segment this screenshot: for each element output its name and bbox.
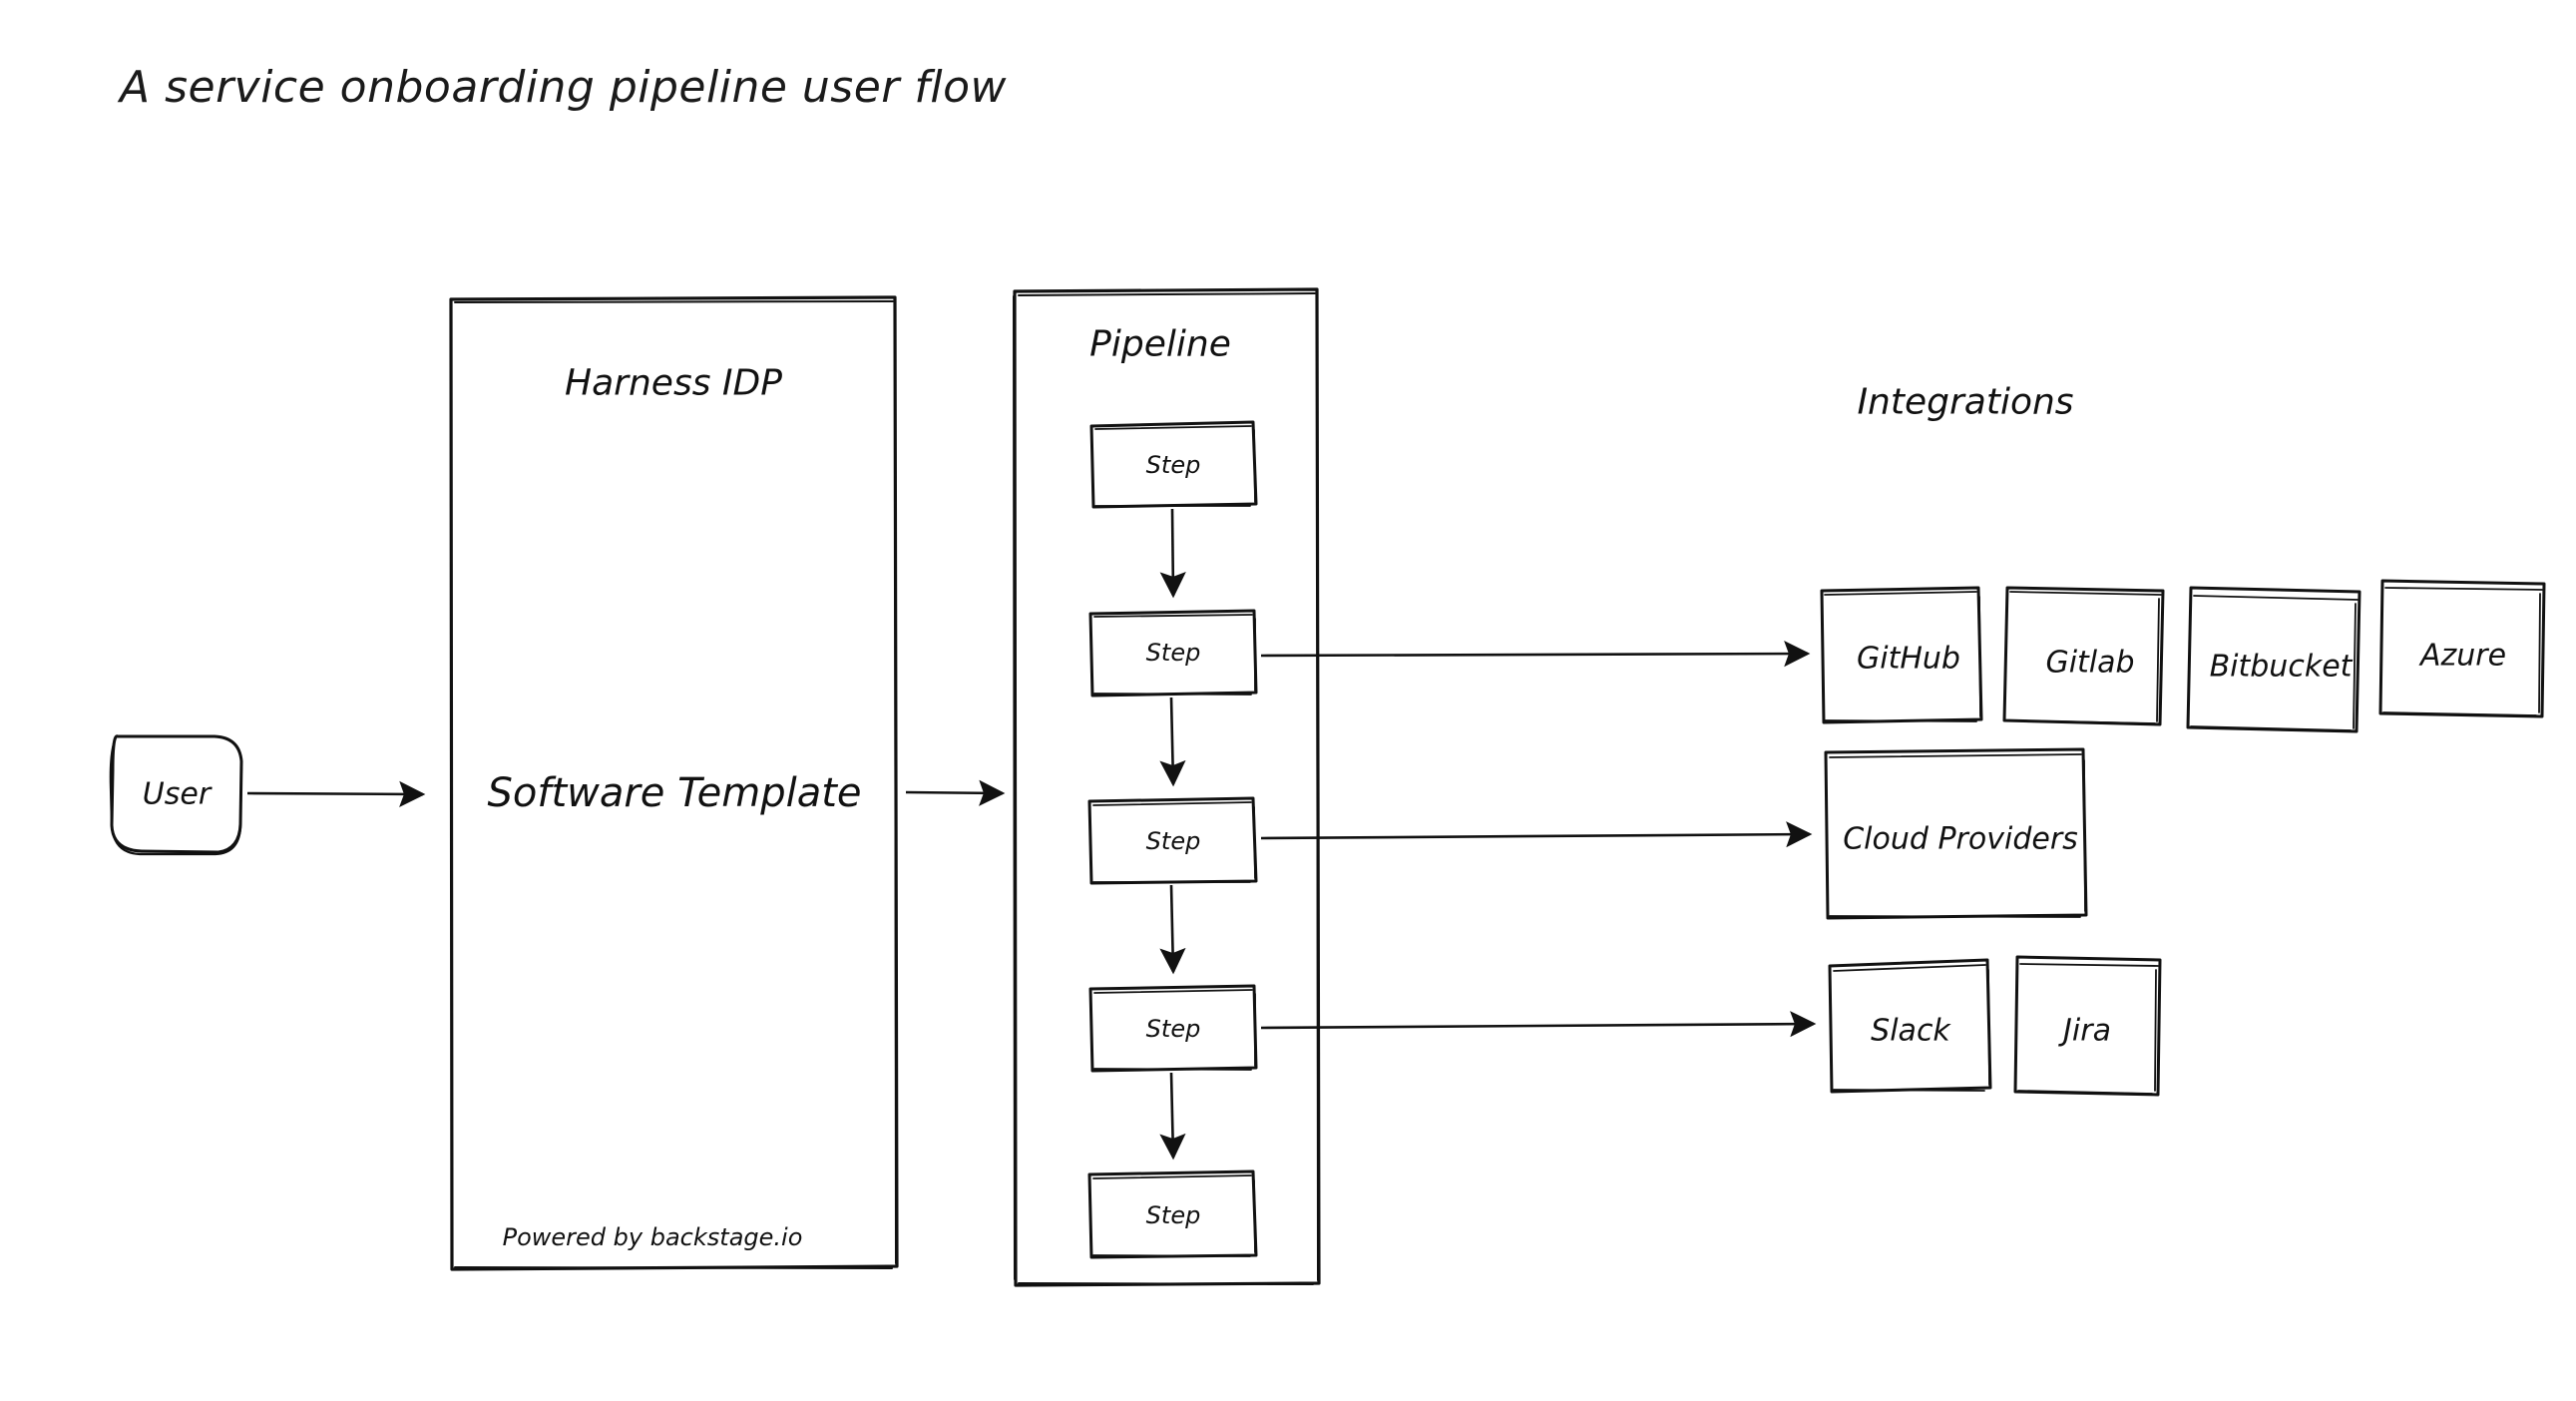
hit-github[interactable]: [1821, 587, 1982, 724]
gitlab-outline-a: [2002, 586, 2165, 726]
node-pipeline-step-5[interactable]: [1087, 1169, 1258, 1259]
edge-step3-to-cloud-providers: [1260, 821, 1813, 848]
edge-line: [1159, 508, 1186, 599]
step-3-outline-a: [1087, 796, 1258, 885]
step-5-outline-a: [1087, 1169, 1258, 1259]
harness-idp-outline-b: [450, 300, 897, 1269]
user-box-outline-b: [109, 741, 243, 856]
edge-step2-to-step3: [1159, 697, 1186, 787]
edge-line: [1159, 884, 1186, 975]
bitbucket-outline-a: [2186, 586, 2361, 733]
edge-user-to-harness-idp: [246, 780, 426, 807]
step-3-outline-b: [1092, 801, 1256, 883]
hit-step-2[interactable]: [1089, 609, 1257, 697]
hit-gitlab[interactable]: [2003, 587, 2164, 725]
node-integration-jira[interactable]: [2013, 955, 2162, 1097]
node-integration-azure[interactable]: [2378, 579, 2546, 718]
hit-azure[interactable]: [2379, 580, 2545, 717]
step-1-outline-b: [1094, 425, 1256, 507]
step-4-outline-a: [1088, 984, 1258, 1073]
node-pipeline-step-3[interactable]: [1087, 796, 1258, 885]
node-pipeline-step-1[interactable]: [1089, 420, 1258, 509]
gitlab-outline-b: [2006, 591, 2162, 724]
edge-step4-to-slack: [1260, 1011, 1817, 1038]
edge-step4-to-step5: [1159, 1072, 1186, 1161]
github-outline-a: [1820, 586, 1983, 724]
node-integration-gitlab[interactable]: [2002, 586, 2165, 726]
edge-harness-idp-to-pipeline: [905, 779, 1006, 806]
edge-line: [246, 780, 426, 807]
edge-step3-to-step4: [1159, 884, 1186, 975]
hit-harness-idp[interactable]: [449, 295, 898, 1271]
hit-step-3[interactable]: [1088, 797, 1257, 885]
jira-outline-b: [2017, 963, 2159, 1095]
slack-outline-b: [1833, 964, 1990, 1092]
node-integration-bitbucket[interactable]: [2186, 586, 2361, 733]
pipeline-outline-b: [1013, 292, 1319, 1285]
hit-cloud-providers[interactable]: [1825, 748, 2087, 919]
edge-line: [905, 779, 1006, 806]
node-integration-github[interactable]: [1820, 586, 1983, 724]
node-integration-cloud-providers[interactable]: [1824, 747, 2088, 920]
hit-jira[interactable]: [2014, 956, 2161, 1096]
step-2-outline-b: [1093, 614, 1256, 696]
hit-slack[interactable]: [1829, 959, 1991, 1093]
node-pipeline-step-4[interactable]: [1088, 984, 1258, 1073]
edge-step1-to-step2: [1159, 508, 1186, 599]
page-title: A service onboarding pipeline user flow: [120, 62, 1007, 113]
azure-outline-a: [2378, 579, 2546, 718]
edge-line: [1260, 1011, 1817, 1038]
azure-outline-b: [2382, 587, 2543, 716]
node-user[interactable]: [109, 734, 243, 856]
edge-step2-to-github: [1260, 640, 1811, 668]
hit-step-1[interactable]: [1089, 421, 1257, 509]
slack-outline-a: [1828, 958, 1992, 1094]
step-1-outline-a: [1089, 420, 1258, 509]
node-integration-slack[interactable]: [1828, 958, 1992, 1094]
step-5-outline-b: [1092, 1174, 1256, 1257]
user-box-outline-a: [110, 734, 243, 854]
node-pipeline-container[interactable]: [1013, 287, 1321, 1287]
edge-line: [1159, 1072, 1186, 1161]
edge-line: [1260, 640, 1811, 668]
bitbucket-outline-b: [2190, 595, 2359, 731]
node-harness-idp-container[interactable]: [449, 295, 899, 1271]
edge-line: [1159, 697, 1186, 787]
cloud-providers-outline-b: [1829, 753, 2086, 918]
hit-user[interactable]: [110, 733, 244, 855]
jira-outline-a: [2013, 955, 2162, 1097]
step-4-outline-b: [1093, 989, 1256, 1071]
github-outline-b: [1824, 591, 1981, 722]
hit-step-4[interactable]: [1089, 985, 1257, 1073]
hit-bitbucket[interactable]: [2187, 587, 2361, 732]
cloud-providers-outline-a: [1824, 747, 2088, 920]
edge-line: [1260, 821, 1813, 848]
node-pipeline-step-2[interactable]: [1088, 609, 1258, 698]
hit-step-5[interactable]: [1088, 1170, 1257, 1259]
step-2-outline-a: [1088, 609, 1258, 698]
